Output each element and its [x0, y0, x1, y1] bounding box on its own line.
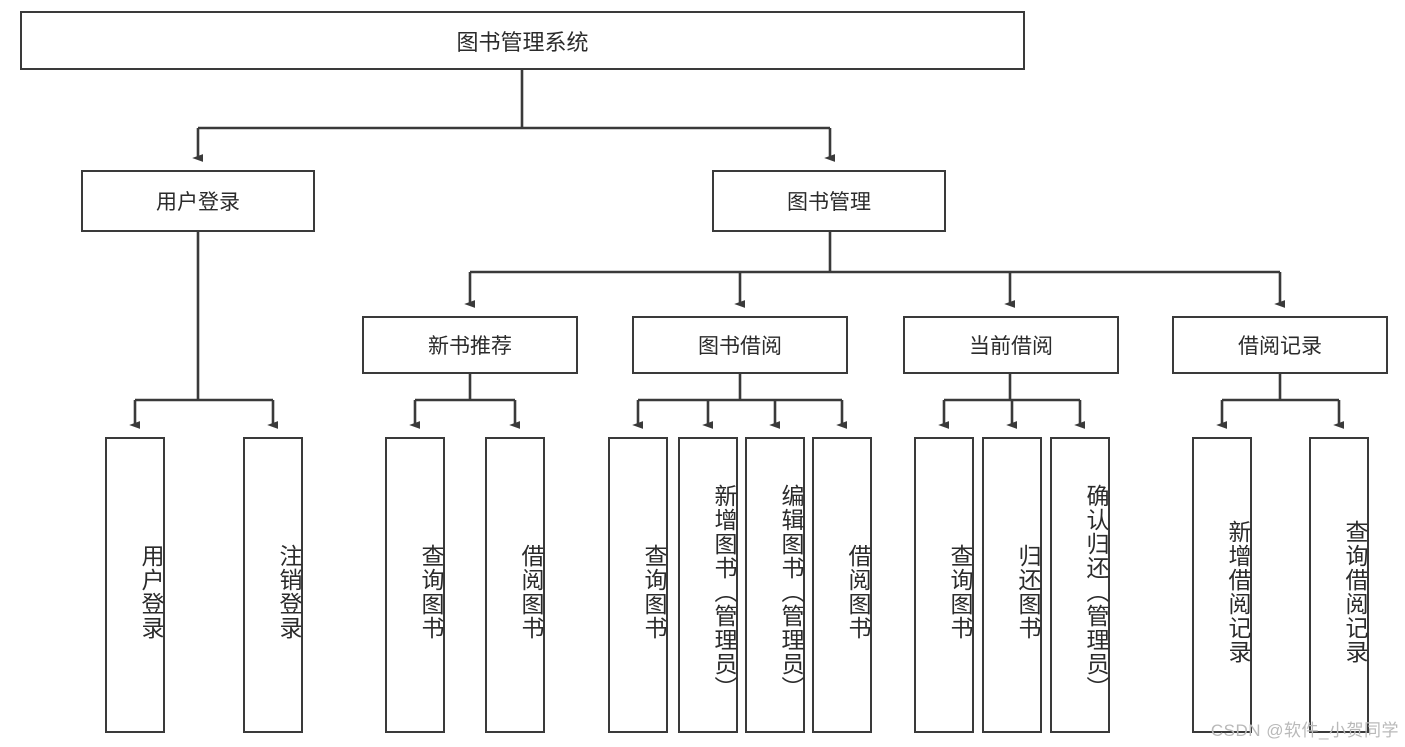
node-leaf-edit-book-label: 编辑图书（管理员） — [778, 484, 804, 700]
node-leaf-borrow-book-2[interactable]: 借阅图书 — [812, 437, 872, 733]
node-leaf-add-book[interactable]: 新增图书（管理员） — [678, 437, 738, 733]
node-leaf-add-record[interactable]: 新增借阅记录 — [1192, 437, 1252, 733]
node-leaf-user-login-label: 用户登录 — [138, 544, 164, 640]
node-user-login[interactable]: 用户登录 — [81, 170, 315, 232]
node-leaf-edit-book[interactable]: 编辑图书（管理员） — [745, 437, 805, 733]
node-leaf-borrow-book-1[interactable]: 借阅图书 — [485, 437, 545, 733]
node-leaf-confirm-return[interactable]: 确认归还（管理员） — [1050, 437, 1110, 733]
node-leaf-query-record-label: 查询借阅记录 — [1342, 520, 1368, 664]
node-leaf-add-book-label: 新增图书（管理员） — [711, 484, 737, 700]
node-leaf-query-book-3-label: 查询图书 — [947, 544, 973, 640]
node-leaf-query-book-1[interactable]: 查询图书 — [385, 437, 445, 733]
node-leaf-user-login[interactable]: 用户登录 — [105, 437, 165, 733]
node-leaf-return-book-label: 归还图书 — [1015, 544, 1041, 640]
watermark: CSDN @软件_小贺同学 — [1210, 721, 1399, 740]
node-leaf-query-book-3[interactable]: 查询图书 — [914, 437, 974, 733]
node-new-book-rec[interactable]: 新书推荐 — [362, 316, 578, 374]
node-leaf-confirm-return-label: 确认归还（管理员） — [1083, 484, 1109, 700]
node-leaf-borrow-book-1-label: 借阅图书 — [518, 544, 544, 640]
node-leaf-query-book-1-label: 查询图书 — [418, 544, 444, 640]
node-leaf-add-record-label: 新增借阅记录 — [1225, 520, 1251, 664]
node-leaf-borrow-book-2-label: 借阅图书 — [845, 544, 871, 640]
node-new-book-rec-label: 新书推荐 — [428, 335, 512, 358]
node-root-label: 图书管理系统 — [456, 29, 589, 55]
node-leaf-query-book-2[interactable]: 查询图书 — [608, 437, 668, 733]
node-root[interactable]: 图书管理系统 — [20, 11, 1025, 70]
node-leaf-logout[interactable]: 注销登录 — [243, 437, 303, 733]
node-book-borrow[interactable]: 图书借阅 — [632, 316, 848, 374]
node-book-manage-label: 图书管理 — [787, 191, 871, 214]
node-leaf-logout-label: 注销登录 — [276, 544, 302, 640]
node-current-borrow-label: 当前借阅 — [969, 335, 1053, 358]
node-borrow-record[interactable]: 借阅记录 — [1172, 316, 1388, 374]
node-user-login-label: 用户登录 — [156, 191, 240, 214]
node-borrow-record-label: 借阅记录 — [1238, 335, 1322, 358]
node-current-borrow[interactable]: 当前借阅 — [903, 316, 1119, 374]
node-leaf-query-book-2-label: 查询图书 — [641, 544, 667, 640]
node-leaf-query-record[interactable]: 查询借阅记录 — [1309, 437, 1369, 733]
node-leaf-return-book[interactable]: 归还图书 — [982, 437, 1042, 733]
node-book-manage[interactable]: 图书管理 — [712, 170, 946, 232]
node-book-borrow-label: 图书借阅 — [698, 335, 782, 358]
